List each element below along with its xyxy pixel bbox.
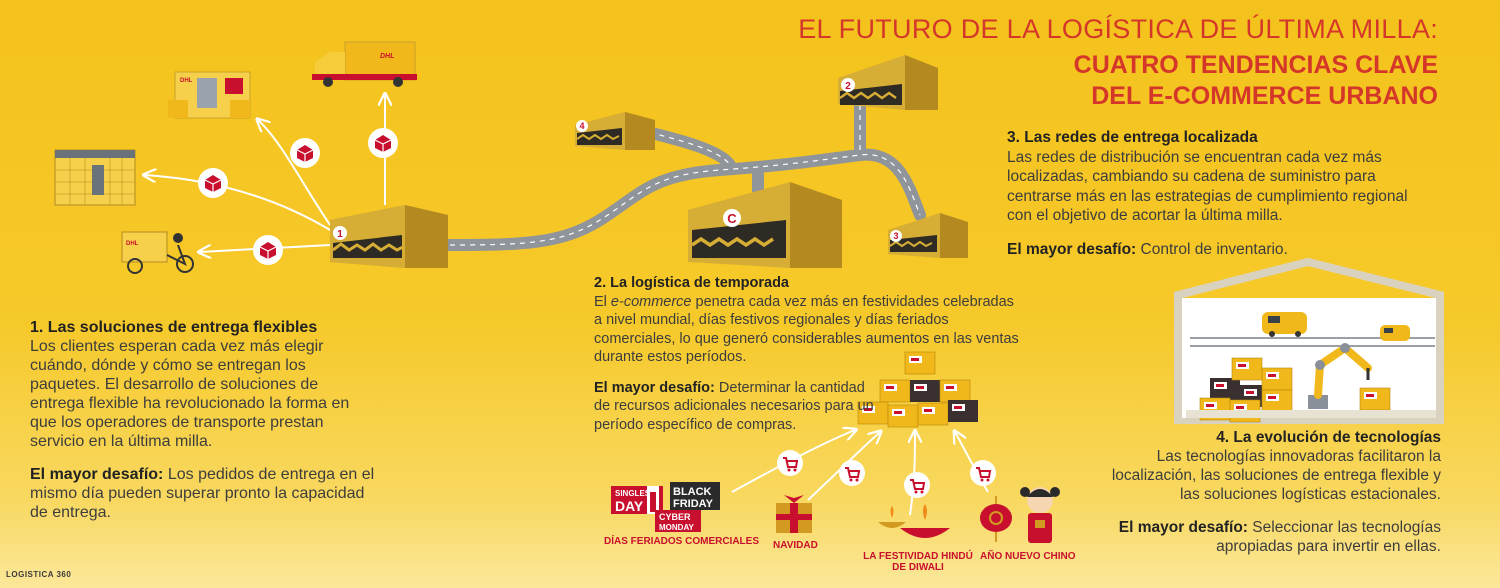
section-3-challenge: El mayor desafío: Control de inventario. xyxy=(1007,240,1417,260)
svg-text:MONDAY: MONDAY xyxy=(659,523,694,532)
parcel-locker-icon xyxy=(54,149,136,206)
title-line-1: EL FUTURO DE LA LOGÍSTICA DE ÚLTIMA MILL… xyxy=(798,14,1438,44)
svg-text:DHL: DHL xyxy=(180,78,193,84)
svg-text:2: 2 xyxy=(845,81,851,92)
section-technology-evolution: 4. La evolución de tecnologías Las tecno… xyxy=(1105,428,1441,556)
section-3-heading: 3. Las redes de entrega localizada xyxy=(1007,129,1258,146)
section-4-heading: 4. La evolución de tecnologías xyxy=(1216,429,1441,446)
parcel-icon xyxy=(289,137,321,169)
caption-diwali-line-1: LA FESTIVIDAD HINDÚ xyxy=(863,551,973,562)
svg-text:C: C xyxy=(727,211,737,226)
challenge-text: Control de inventario. xyxy=(1136,240,1288,258)
svg-text:4: 4 xyxy=(579,121,584,131)
section-seasonal-logistics: 2. La logística de temporada El e-commer… xyxy=(594,274,1024,434)
section-4-challenge: El mayor desafío: Seleccionar las tecnol… xyxy=(1105,518,1441,556)
warehouse-4: 4 xyxy=(575,112,655,150)
section-localized-networks: 3. Las redes de entrega localizada Las r… xyxy=(1007,128,1417,259)
commercial-days-badges: SINGLES DAY BLACK FRIDAY CYBER MONDAY xyxy=(611,482,720,532)
caption-diwali: LA FESTIVIDAD HINDÚ DE DIWALI xyxy=(862,551,974,573)
body-emphasis: e-commerce xyxy=(610,293,692,310)
section-4-body: Las tecnologías innovadoras facilitaron … xyxy=(1111,448,1441,503)
warehouse-1-label: 1 xyxy=(337,229,343,240)
caption-christmas: NAVIDAD xyxy=(773,540,818,551)
cart-icon xyxy=(838,459,866,487)
title-line-2: CUATRO TENDENCIAS CLAVE DEL E-COMMERCE U… xyxy=(1074,50,1438,112)
child-figure-icon xyxy=(1020,487,1060,543)
svg-text:CYBER: CYBER xyxy=(659,512,691,522)
cargo-bike-icon: DHL xyxy=(121,231,194,274)
section-2-heading: 2. La logística de temporada xyxy=(594,275,789,291)
svg-text:DAY: DAY xyxy=(615,498,644,514)
road-network xyxy=(434,99,926,251)
gift-icon xyxy=(776,495,812,533)
cart-icon xyxy=(969,459,997,487)
section-1-heading: 1. Las soluciones de entrega flexibles xyxy=(30,319,318,336)
caption-chinese-new-year: AÑO NUEVO CHINO xyxy=(980,551,1076,562)
service-point-icon: DHL xyxy=(168,71,251,119)
svg-text:DHL: DHL xyxy=(380,53,394,60)
footer-credit: LOGISTICA 360 xyxy=(6,570,72,579)
svg-text:DHL: DHL xyxy=(126,241,139,247)
challenge-label: El mayor desafío: xyxy=(30,466,164,483)
svg-text:SINGLES: SINGLES xyxy=(615,489,651,498)
svg-text:3: 3 xyxy=(893,231,898,241)
svg-text:FRIDAY: FRIDAY xyxy=(673,498,714,510)
cart-icon xyxy=(776,449,804,477)
chinese-lantern-icon xyxy=(980,496,1012,542)
caption-diwali-line-2: DE DIWALI xyxy=(892,562,944,573)
autonomous-van-icon xyxy=(1380,325,1410,341)
challenge-text: Seleccionar las tecnologías apropiadas p… xyxy=(1216,519,1441,555)
challenge-text: Los pedidos de entrega en el mismo día p… xyxy=(30,466,375,521)
warehouse-2: 2 xyxy=(838,55,938,110)
central-warehouse: C xyxy=(688,182,842,268)
parcel-icon xyxy=(197,167,229,199)
tech-warehouse-scene xyxy=(1174,257,1444,424)
parcel-icon xyxy=(252,234,284,266)
title-line-2-text: CUATRO TENDENCIAS CLAVE xyxy=(1073,51,1438,79)
svg-text:BLACK: BLACK xyxy=(673,486,712,498)
section-flexible-delivery: 1. Las soluciones de entrega flexibles L… xyxy=(30,318,375,522)
title-line-3-text: DEL E-COMMERCE URBANO xyxy=(1091,82,1438,110)
diwali-lamp-icon xyxy=(878,504,950,538)
challenge-label: El mayor desafío: xyxy=(594,379,715,396)
challenge-label: El mayor desafío: xyxy=(1118,519,1248,536)
warehouse-3: 3 xyxy=(888,213,968,258)
delivery-truck-icon: DHL xyxy=(312,41,417,87)
cart-icon xyxy=(903,471,931,499)
body-rest: penetra cada vez más en festividades cel… xyxy=(594,293,1019,366)
section-2-body: El e-commerce penetra cada vez más en fe… xyxy=(594,293,1024,367)
section-3-body: Las redes de distribución se encuentran … xyxy=(1007,148,1408,225)
challenge-label: El mayor desafío: xyxy=(1007,240,1137,258)
caption-commercial-days: DÍAS FERIADOS COMERCIALES xyxy=(604,536,760,547)
parcel-icon xyxy=(367,127,399,159)
challenge-text: Determinar la cantidad de recursos adici… xyxy=(594,379,874,433)
autonomous-van-icon xyxy=(1262,312,1307,337)
robot-arm-icon xyxy=(1308,342,1372,409)
section-1-body: Los clientes esperan cada vez más elegir… xyxy=(30,338,350,450)
body-prefix: El xyxy=(594,293,611,310)
section-1-challenge: El mayor desafío: Los pedidos de entrega… xyxy=(30,465,375,522)
section-2-challenge: El mayor desafío: Determinar la cantidad… xyxy=(594,379,874,435)
warehouse-1: 1 xyxy=(330,205,448,268)
